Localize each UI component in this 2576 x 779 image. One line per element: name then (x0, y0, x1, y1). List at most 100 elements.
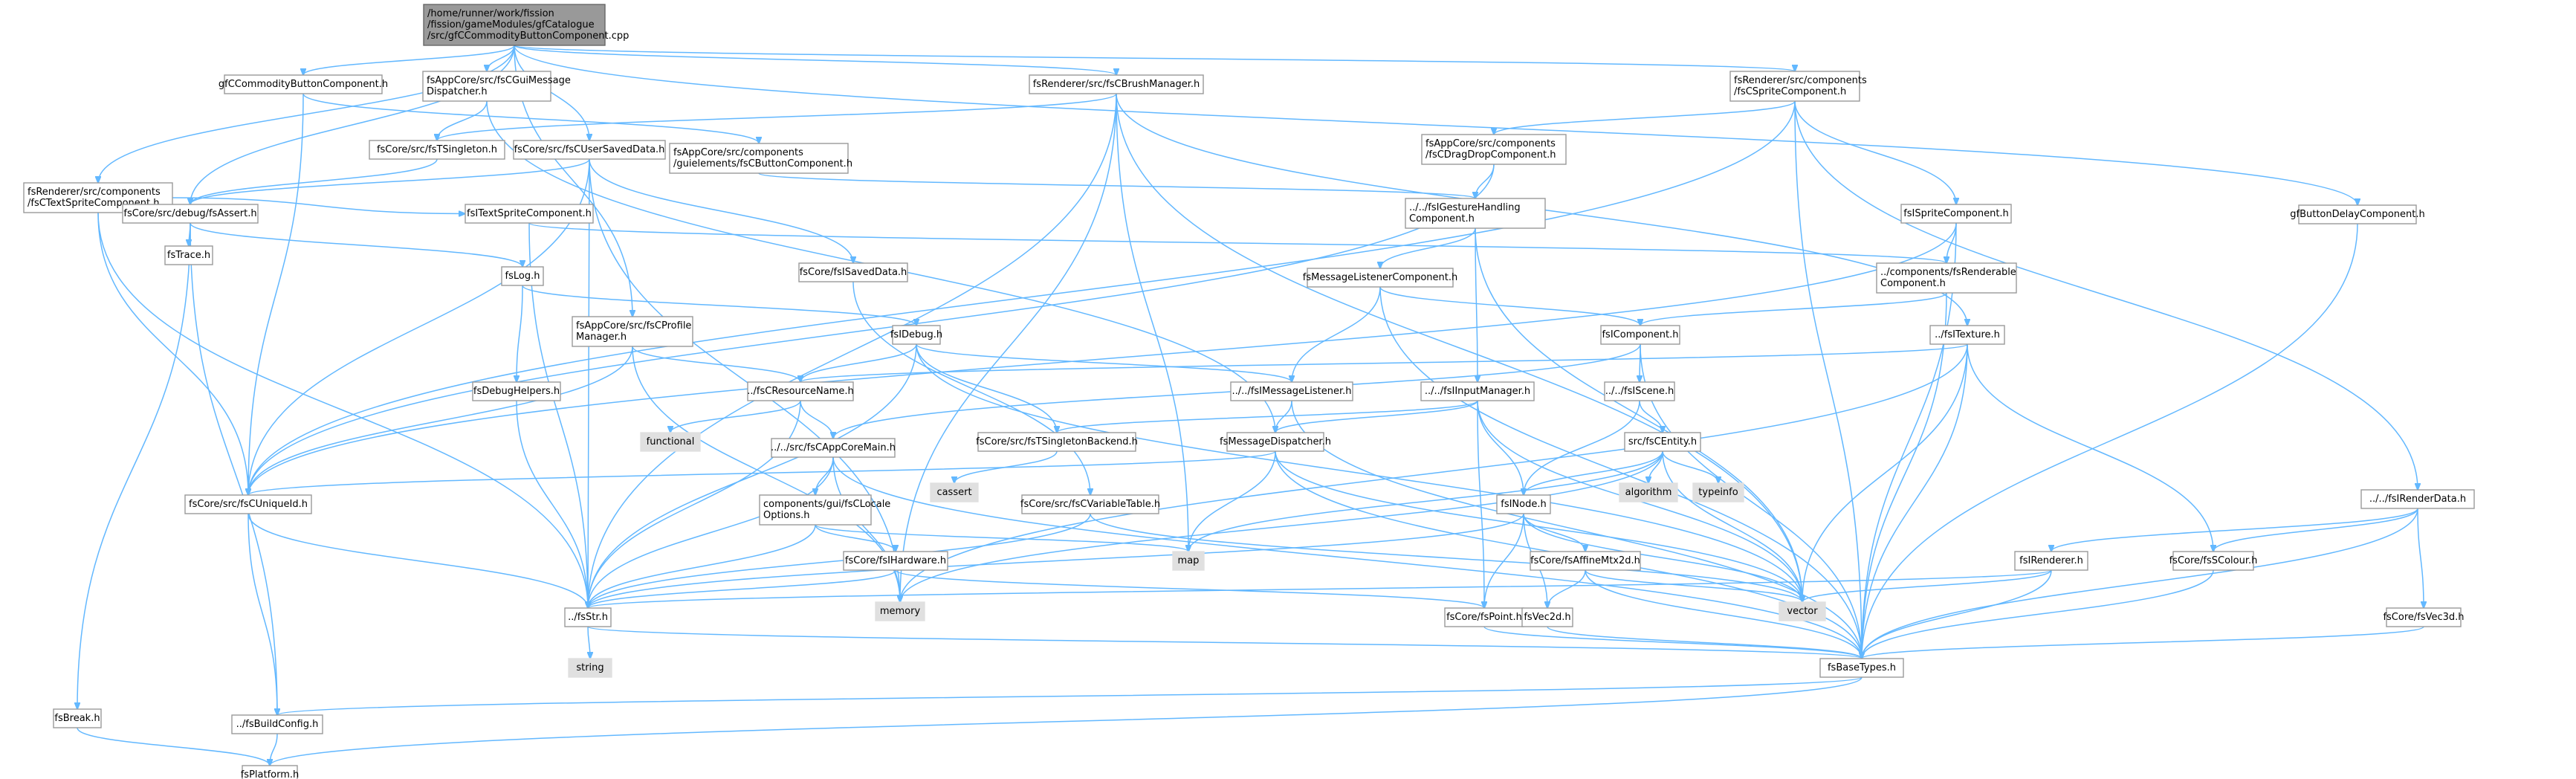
node-label: fsBreak.h (54, 713, 100, 724)
edge-log-to-debug (522, 285, 916, 326)
node-label: fsCore/fsISavedData.h (800, 267, 907, 278)
edge-renderablecomp-to-basetypes (1862, 292, 1947, 659)
node-isaved[interactable]: fsCore/fsISavedData.h (798, 262, 908, 282)
node-label: ../fsBuildConfig.h (236, 719, 319, 730)
node-dragdrop[interactable]: fsAppCore/src/components/fsCDragDropComp… (1421, 134, 1567, 165)
node-label: /src/gfCCommodityButtonComponent.cpp (427, 30, 629, 42)
node-label: /guielements/fsCButtonComponent.h (673, 158, 852, 169)
node-inode[interactable]: fsINode.h (1496, 494, 1551, 514)
node-icomponent[interactable]: fsIComponent.h (1600, 325, 1680, 345)
edge-usersaved-to-fsstr (588, 158, 589, 608)
node-affinemtx[interactable]: fsCore/fsAffineMtx2d.h (1530, 551, 1641, 571)
node-centity[interactable]: src/fsCEntity.h (1624, 432, 1701, 452)
node-msgdispatcher[interactable]: fsMessageDispatcher.h (1220, 432, 1331, 452)
edge-debug-to-fsstr (588, 343, 917, 608)
edge-irenderer-to-basetypes (1862, 569, 2052, 659)
edge-appcoremain-to-locale (815, 456, 834, 495)
node-label: fsIRenderer.h (2019, 555, 2083, 566)
node-appcoremain[interactable]: ../../src/fsCAppCoreMain.h (771, 438, 896, 458)
node-hardware[interactable]: fsCore/fsIHardware.h (843, 551, 948, 571)
node-cvartable[interactable]: fsCore/src/fsCVariableTable.h (1020, 494, 1160, 514)
node-buttoncomp[interactable]: fsAppCore/src/components/guielements/fsC… (669, 143, 852, 174)
node-fspoint[interactable]: fsCore/fsPoint.h (1444, 607, 1524, 627)
node-itextsprite[interactable]: fsITextSpriteComponent.h (465, 204, 594, 224)
edge-sprite-to-basetypes (1794, 100, 1862, 659)
node-log[interactable]: fsLog.h (501, 266, 544, 286)
node-vec3d[interactable]: fsCore/fsVec3d.h (2383, 607, 2465, 627)
node-box (2172, 551, 2254, 571)
node-assert[interactable]: fsCore/src/debug/fsAssert.h (122, 204, 259, 224)
node-debughelpers[interactable]: fsDebugHelpers.h (472, 381, 561, 401)
node-cuniqueid[interactable]: fsCore/src/fsCUniqueId.h (184, 494, 312, 514)
node-box (1624, 432, 1701, 452)
node-singletonbackend[interactable]: fsCore/src/fsTSingletonBackend.h (976, 432, 1138, 452)
node-label: ../fsITexture.h (1935, 329, 2000, 340)
edge-debug-to-imsglistener (916, 343, 1292, 382)
edge-appcoremain-to-memory (832, 456, 900, 602)
node-brush[interactable]: fsRenderer/src/fsCBrushManager.h (1029, 74, 1204, 94)
node-gfbdc[interactable]: gfButtonDelayComponent.h (2290, 204, 2425, 224)
node-platform[interactable]: fsPlatform.h (241, 765, 300, 779)
node-box (2360, 489, 2475, 509)
node-iinput[interactable]: ../../fsIInputManager.h (1420, 381, 1535, 401)
edge-profile-to-cuniqueid (248, 346, 633, 495)
node-resname[interactable]: ../fsCResourceName.h (747, 381, 854, 401)
edge-usersaved-to-memory (589, 158, 900, 602)
edge-appcoremain-to-fsstr (588, 456, 834, 608)
edge-iscene-to-inode (1524, 400, 1640, 495)
node-sprite[interactable]: fsRenderer/src/components/fsCSpriteCompo… (1729, 71, 1867, 102)
edge-imsglistener-to-basetypes (1291, 400, 1862, 659)
node-fsstr[interactable]: ../fsStr.h (564, 607, 612, 627)
node-vec2d[interactable]: fsVec2d.h (1521, 607, 1573, 627)
node-cassert: cassert (930, 482, 979, 502)
node-gfccbc[interactable]: gfCCommodityButtonComponent.h (219, 74, 388, 94)
node-break[interactable]: fsBreak.h (53, 708, 102, 728)
edge-cvartable-to-vector (1090, 513, 1802, 602)
node-box (669, 143, 849, 174)
node-label: fsCore/src/fsCVariableTable.h (1020, 499, 1160, 510)
node-box (422, 71, 551, 102)
node-usersaved[interactable]: fsCore/src/fsCUserSavedData.h (513, 140, 666, 160)
node-typeinfo: typeinfo (1692, 482, 1744, 502)
node-label: fsMessageListenerComponent.h (1303, 272, 1457, 283)
edge-ispritecomp-to-cuniqueid (248, 222, 1957, 495)
edge-locale-to-fsstr (588, 524, 816, 608)
node-box (423, 4, 606, 46)
node-ispritecomp[interactable]: fsISpriteComponent.h (1900, 204, 2012, 224)
node-label: fsCore/fsIHardware.h (845, 555, 946, 566)
node-box (1600, 325, 1680, 345)
node-root[interactable]: /home/runner/work/fission/fission/gameMo… (423, 4, 629, 46)
node-label: Manager.h (576, 332, 627, 343)
node-trace[interactable]: fsTrace.h (164, 245, 213, 265)
node-box (1876, 262, 2017, 294)
node-imsglistener[interactable]: ../../fsIMessageListener.h (1230, 381, 1353, 401)
edge-msgdispatcher-to-cuniqueid (248, 450, 1276, 495)
node-iscene[interactable]: ../../fsIScene.h (1604, 381, 1675, 401)
node-label: fsDebugHelpers.h (473, 386, 560, 397)
node-buildconfig[interactable]: ../fsBuildConfig.h (231, 714, 323, 734)
node-itexture[interactable]: ../fsITexture.h (1929, 325, 2005, 345)
node-msglistenercomp[interactable]: fsMessageListenerComponent.h (1303, 268, 1457, 288)
node-scolour[interactable]: fsCore/fsSColour.h (2169, 551, 2258, 571)
node-irenderdata[interactable]: ../../fsIRenderData.h (2360, 489, 2475, 509)
node-box (568, 658, 612, 678)
edge-buildconfig-to-platform (270, 733, 278, 766)
node-label: fsCore/src/fsTSingletonBackend.h (976, 436, 1138, 447)
node-label: fsTrace.h (167, 250, 210, 261)
node-label: components/gui/fsCLocale (763, 499, 890, 510)
node-label: fsMessageDispatcher.h (1220, 436, 1331, 447)
node-basetypes[interactable]: fsBaseTypes.h (1819, 658, 1904, 678)
node-box (1307, 268, 1454, 288)
node-singleton[interactable]: fsCore/src/fsTSingleton.h (369, 140, 505, 160)
edge-gesture-to-msglistenercomp (1380, 227, 1476, 268)
edge-inode-to-fsstr (588, 513, 1524, 608)
node-debug[interactable]: fsIDebug.h (890, 325, 942, 345)
node-irenderer[interactable]: fsIRenderer.h (2014, 551, 2088, 571)
edge-debug-to-vector (916, 343, 1802, 602)
node-label: fsIDebug.h (890, 329, 942, 340)
